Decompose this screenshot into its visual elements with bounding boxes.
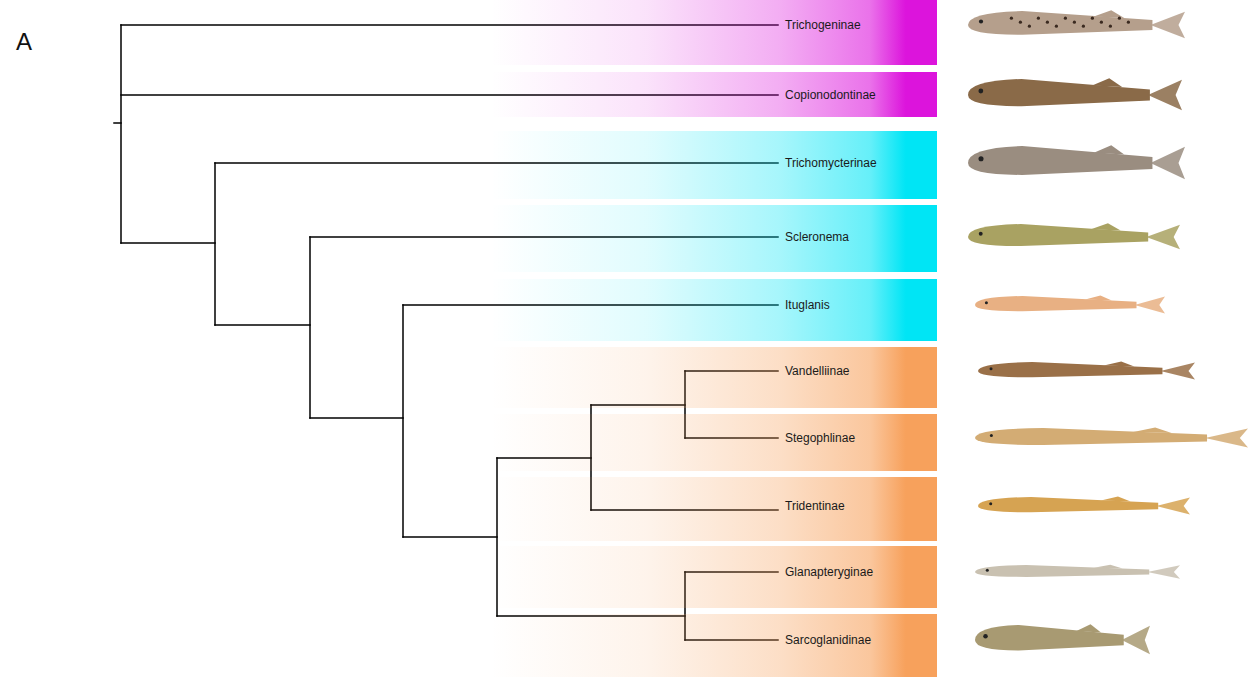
fish-tail	[1146, 225, 1180, 250]
fish-tail	[1135, 296, 1166, 313]
fish-spot	[1046, 21, 1049, 24]
clade-band: Sarcoglanidinae	[490, 614, 937, 677]
fish-drawing	[978, 497, 1190, 515]
fish-spot	[1100, 21, 1103, 24]
fish-eye	[990, 367, 993, 370]
fish-spot	[1109, 25, 1112, 28]
fish-drawing	[968, 145, 1185, 179]
fish-tail	[1150, 12, 1185, 39]
root-stub	[114, 122, 121, 124]
fish-body	[978, 497, 1158, 512]
branch	[214, 163, 216, 325]
fish-spot	[1073, 21, 1076, 24]
fish-eye	[978, 156, 983, 161]
clade-band: Stegophlinae	[490, 414, 937, 471]
fish-drawing	[975, 428, 1248, 448]
branch	[120, 25, 122, 243]
branch	[403, 536, 497, 538]
fish-body	[968, 224, 1148, 246]
fish-spot	[1028, 25, 1031, 28]
fish-body	[975, 296, 1137, 311]
fish-spot	[1037, 17, 1040, 20]
fish-eye	[990, 434, 993, 437]
taxon-label: Sarcoglanidinae	[785, 633, 871, 647]
fish-drawing	[975, 296, 1165, 314]
fish-spot	[1082, 25, 1085, 28]
clade-band: Ituglanis	[490, 279, 937, 341]
fish-drawing	[975, 624, 1150, 654]
fish-drawing	[968, 10, 1185, 38]
fish-eye	[978, 89, 983, 94]
fish-spot	[1064, 17, 1067, 20]
clade-band: Tridentinae	[490, 477, 937, 541]
fish-spot	[1127, 21, 1130, 24]
fish-body	[978, 362, 1162, 377]
branch	[310, 417, 403, 419]
taxon-label: Scleronema	[785, 230, 849, 244]
taxon-label: Glanapteryginae	[785, 565, 873, 579]
fish-spot	[1019, 21, 1022, 24]
fish-eye	[986, 569, 989, 572]
taxon-label: Copionodontinae	[785, 88, 876, 102]
fish-body	[975, 625, 1124, 651]
taxon-label: Trichogeninae	[785, 18, 861, 32]
fish-body	[968, 146, 1152, 175]
branch	[402, 305, 404, 537]
taxon-label: Tridentinae	[785, 499, 845, 513]
fish-eye	[979, 232, 983, 236]
branch	[215, 324, 310, 326]
fish-spot	[1091, 17, 1094, 20]
fish-spot	[1010, 17, 1013, 20]
fish-body	[975, 428, 1207, 445]
fish-body	[968, 79, 1150, 106]
fish-body	[975, 565, 1149, 577]
fish-tail	[1147, 565, 1180, 578]
taxon-label: Stegophlinae	[785, 431, 855, 445]
fish-tail	[1205, 429, 1248, 448]
clade-band: Vandelliinae	[490, 347, 937, 408]
taxon-label: Trichomycterinae	[785, 156, 877, 170]
fish-spot	[1118, 17, 1121, 20]
fish-drawing	[968, 78, 1182, 110]
fish-tail	[1148, 80, 1182, 110]
fish-spot	[1055, 25, 1058, 28]
branch	[121, 242, 215, 244]
clade-band: Glanapteryginae	[490, 546, 937, 608]
clade-band: Scleronema	[490, 205, 937, 272]
taxon-label: Ituglanis	[785, 298, 830, 312]
fish-tail	[1156, 497, 1190, 514]
taxon-label: Vandelliinae	[785, 364, 850, 378]
fish-drawing	[968, 223, 1180, 249]
fish-body	[968, 11, 1152, 35]
fish-drawing	[978, 362, 1195, 380]
fish-eye	[989, 502, 992, 505]
clade-band: Trichomycterinae	[490, 131, 937, 199]
fish-tail	[1160, 362, 1195, 379]
fish-eye	[983, 634, 988, 639]
fish-tail	[1150, 147, 1185, 179]
fish-eye	[985, 301, 988, 304]
branch	[309, 237, 311, 418]
clade-band: Copionodontinae	[490, 72, 937, 117]
panel-letter: A	[16, 28, 32, 56]
fish-drawing	[975, 565, 1180, 579]
clade-band: Trichogeninae	[490, 0, 937, 65]
fish-tail	[1122, 626, 1150, 655]
fish-eye	[979, 19, 983, 23]
